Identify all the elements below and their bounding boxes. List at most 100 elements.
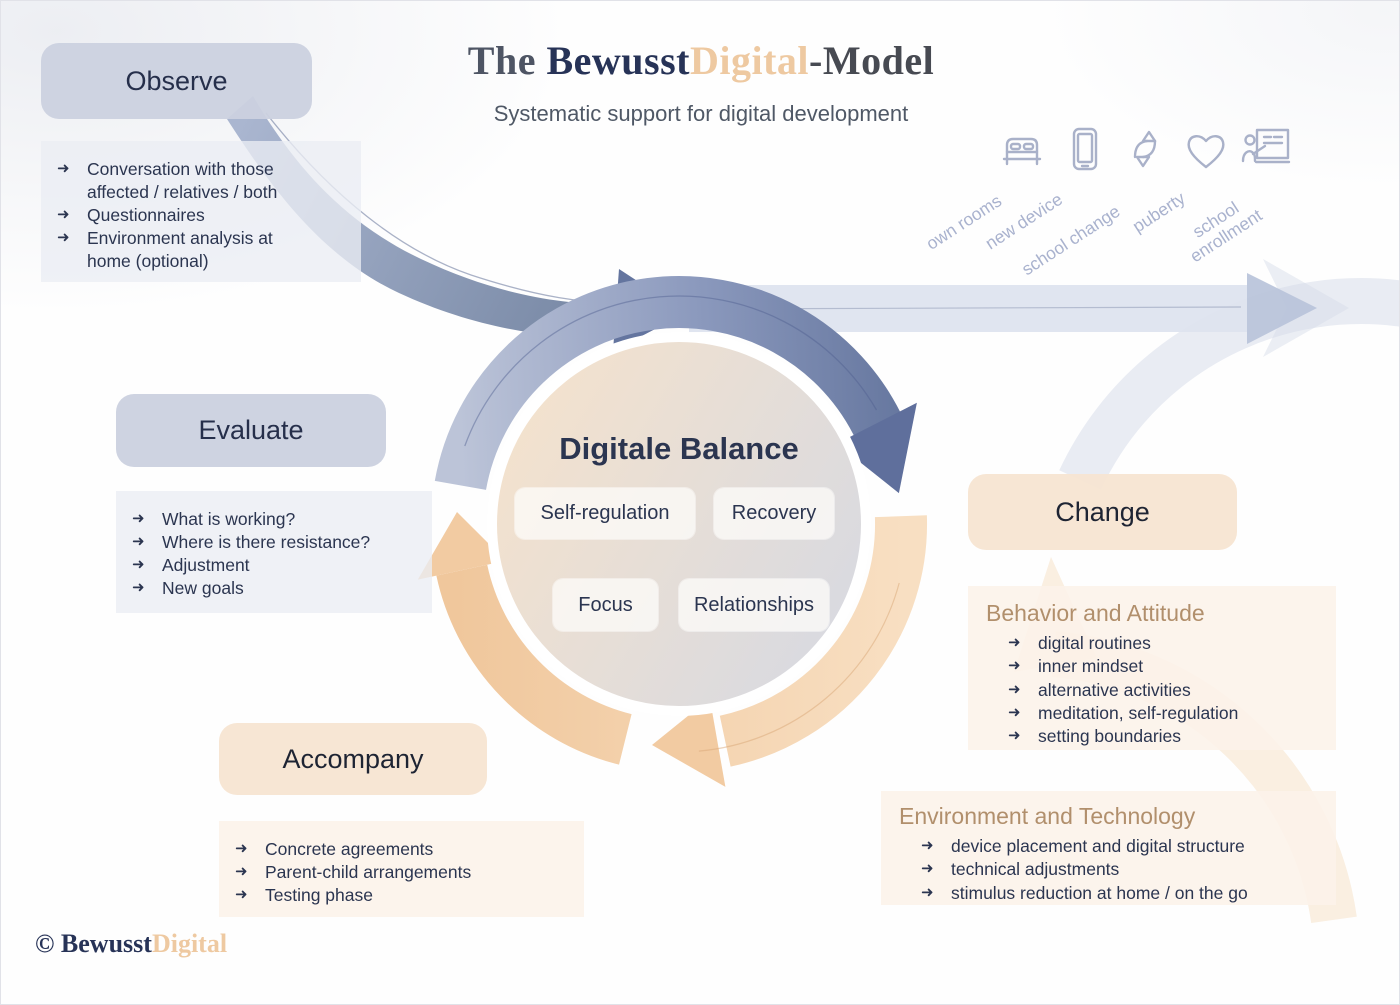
peach-arrowhead-left [417,512,506,580]
behavior-attitude-panel: Behavior and Attitude ➜ digital routines… [968,586,1336,750]
cycle-ring [417,276,927,787]
smartphone-icon [1072,127,1098,171]
list-item-text: New goals [162,578,244,599]
accompany-items-panel: ➜ Concrete agreements ➜ Parent-child arr… [219,821,584,917]
group-heading: Environment and Technology [899,803,1196,829]
group-heading: Behavior and Attitude [986,600,1205,626]
peach-arc-right [719,515,927,767]
arrow-bullet-icon: ➜ [921,860,934,878]
peach-arc-left [436,564,633,765]
pill-label: Self-regulation [540,502,670,524]
pill-label: Recovery [731,502,817,524]
arrow-bullet-icon: ➜ [235,886,248,904]
pill-relationships: Relationships [679,579,829,631]
arrow-bullet-icon: ➜ [132,510,145,527]
list-item: ➜ Concrete agreements [235,838,570,861]
list-item-text: Questionnaires [87,205,205,226]
list-item-text: Adjustment [162,555,250,576]
arrow-bullet-icon: ➜ [921,837,934,855]
blue-arc [434,276,904,491]
list-item-text: Parent-child arrangements [265,862,472,883]
list-item: ➜ technical adjustments [921,858,1322,881]
list-item-text: stimulus reduction at home / on the go [951,882,1248,903]
list-item: ➜ Conversation with those affected / rel… [57,158,321,204]
list-item-text: alternative activities [1038,679,1191,700]
list-item: ➜ inner mindset [1008,655,1322,678]
list-item-text: device placement and digital structure [951,836,1245,857]
pill-self-regulation: Self-regulation [515,488,695,539]
page-title: The BewusstDigital-Model [421,37,981,84]
list-item-text: digital routines [1038,633,1151,654]
list-item: ➜ New goals [132,577,418,600]
list-item-text: Where is there resistance? [162,532,371,553]
bed-icon [1002,132,1042,168]
pill-label: Relationships [693,593,815,616]
list-item: ➜ device placement and digital structure [921,835,1322,858]
title-brand: Bewusst [546,38,690,83]
title-prefix: The [467,38,547,83]
copyright-accent: Digital [151,929,228,958]
list-item: ➜ Adjustment [132,554,418,577]
pill-recovery: Recovery [714,488,834,539]
copyright: © BewusstDigital [35,929,227,959]
peach-arrowhead-bottom [652,698,726,787]
list-item-text: setting boundaries [1038,725,1182,746]
arrow-bullet-icon: ➜ [132,556,145,574]
title-suffix: -Model [809,38,935,83]
heart-icon [1183,130,1229,172]
stage-label-observe: Observe [125,65,228,96]
swap-arrows-icon [1125,129,1165,169]
environment-technology-panel: Environment and Technology ➜ device plac… [881,791,1336,905]
page-subtitle: Systematic support for digital developme… [493,101,909,126]
list-item: ➜ meditation, self-regulation [1008,702,1322,725]
list-item: ➜ Where is there resistance? [132,531,418,554]
arrow-bullet-icon: ➜ [132,533,145,551]
observe-items-panel: ➜ Conversation with those affected / rel… [41,141,361,282]
list-item-text: Environment analysis at home (optional) [87,228,273,272]
pill-focus: Focus [553,579,658,631]
presentation-icon [1241,127,1291,169]
list-item-text: technical adjustments [951,859,1120,880]
list-item-text: Testing phase [265,885,373,906]
list-item: ➜ Questionnaires [57,204,321,227]
stage-label-evaluate: Evaluate [198,415,304,445]
stage-box-observe: Observe [41,43,312,119]
list-item: ➜ stimulus reduction at home / on the go [921,882,1322,905]
arrow-bullet-icon: ➜ [57,206,70,224]
list-item: ➜ setting boundaries [1008,725,1322,748]
stage-box-change: Change [968,474,1237,550]
list-item: ➜ digital routines [1008,632,1322,655]
arrow-bullet-icon: ➜ [1008,657,1021,675]
arrow-bullet-icon: ➜ [1008,726,1021,744]
title-accent: Digital [689,38,810,83]
list-item: ➜ alternative activities [1008,679,1322,702]
arrow-bullet-icon: ➜ [1008,634,1021,652]
arrow-bullet-icon: ➜ [921,883,934,901]
arrow-bullet-icon: ➜ [1008,680,1021,698]
evaluate-items-panel: ➜ What is working? ➜ Where is there resi… [116,491,432,613]
arrow-bullet-icon: ➜ [57,229,70,247]
stage-box-evaluate: Evaluate [116,394,386,467]
list-item: ➜ Testing phase [235,884,570,907]
stage-label-accompany: Accompany [282,743,424,774]
list-item: ➜ Environment analysis at home (optional… [57,227,321,273]
arrow-bullet-icon: ➜ [1008,703,1021,721]
arrow-bullet-icon: ➜ [235,840,248,857]
arrow-bullet-icon: ➜ [132,579,145,597]
blue-arrowhead [836,402,917,494]
stage-label-change: Change [1055,496,1150,527]
list-item-text: What is working? [162,509,296,529]
list-item: ➜ What is working? [132,508,418,531]
timeline-arrowhead [1247,273,1317,344]
list-item-text: inner mindset [1038,656,1144,677]
list-item-text: Concrete agreements [265,839,434,859]
list-item-text: meditation, self-regulation [1038,702,1239,723]
pill-label: Focus [578,593,633,616]
list-item: ➜ Parent-child arrangements [235,861,570,884]
stage-box-accompany: Accompany [219,723,487,795]
copyright-brand: © Bewusst [35,929,152,958]
arrow-bullet-icon: ➜ [57,160,70,177]
balance-title: Digitale Balance [559,431,799,466]
arrow-bullet-icon: ➜ [235,863,248,881]
